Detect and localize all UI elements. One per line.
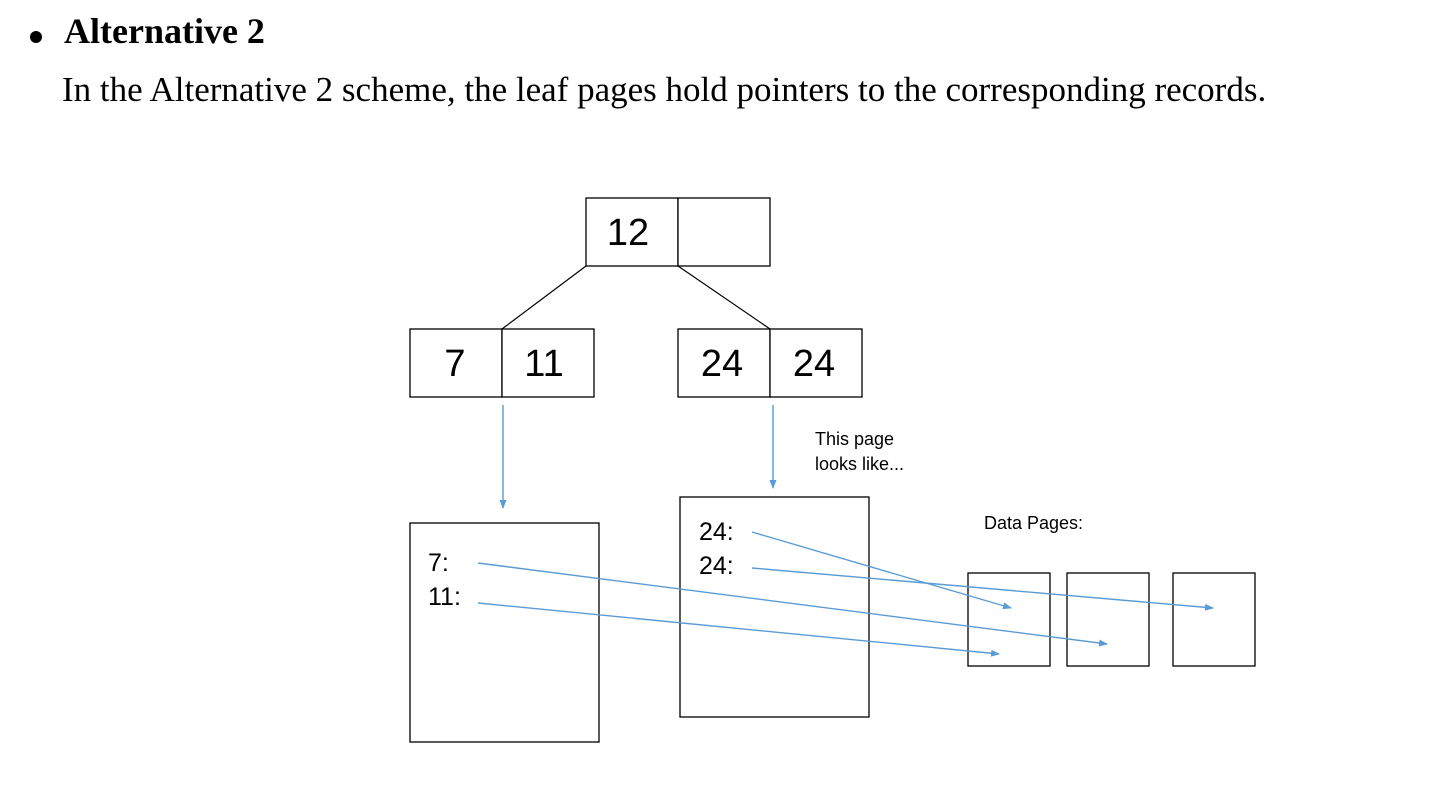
- left-leaf-entry-2: 11:: [428, 583, 461, 611]
- root-node: 12: [585, 197, 771, 267]
- right-leaf-page: 24: 24:: [679, 496, 870, 718]
- right-node: 24 24: [677, 328, 863, 398]
- left-key-cell-1: [409, 328, 503, 398]
- root-to-right-edge: [677, 265, 771, 330]
- section-description: In the Alternative 2 scheme, the leaf pa…: [62, 70, 1267, 109]
- right-key-cell-1: [677, 328, 771, 398]
- left-leaf-page: 7: 11:: [409, 522, 600, 743]
- left-key-1: 7: [444, 343, 465, 385]
- root-key-1: 12: [607, 212, 649, 254]
- annotation-line-1: This page: [815, 429, 894, 449]
- pointer-7-to-data-page-2: [477, 562, 1108, 647]
- right-key-2: 24: [793, 343, 835, 385]
- left-node: 7 11: [409, 328, 595, 398]
- right-leaf-page-box: [679, 496, 870, 718]
- pointer-24b-to-data-page-3: [751, 567, 1214, 611]
- data-pages-label: Data Pages:: [984, 513, 1083, 533]
- right-key-cell-2: [769, 328, 863, 398]
- root-key-cell-2: [677, 197, 771, 267]
- right-key-1: 24: [701, 343, 743, 385]
- section-heading: Alternative 2: [64, 11, 265, 51]
- left-leaf-entry-1: 7:: [428, 549, 449, 577]
- right-leaf-entry-1: 24:: [699, 518, 734, 546]
- left-key-cell-2: [501, 328, 595, 398]
- pointer-24a-to-data-page-1: [751, 531, 1012, 610]
- data-page-2: [1066, 572, 1150, 667]
- root-to-left-edge: [501, 265, 587, 330]
- right-leaf-entry-2: 24:: [699, 552, 734, 580]
- pointer-11-to-data-page-1: [477, 602, 1000, 657]
- bullet-point: [30, 31, 42, 43]
- data-page-3: [1172, 572, 1256, 667]
- left-key-2: 11: [524, 343, 563, 385]
- left-leaf-page-box: [409, 522, 600, 743]
- annotation-line-2: looks like...: [815, 454, 904, 474]
